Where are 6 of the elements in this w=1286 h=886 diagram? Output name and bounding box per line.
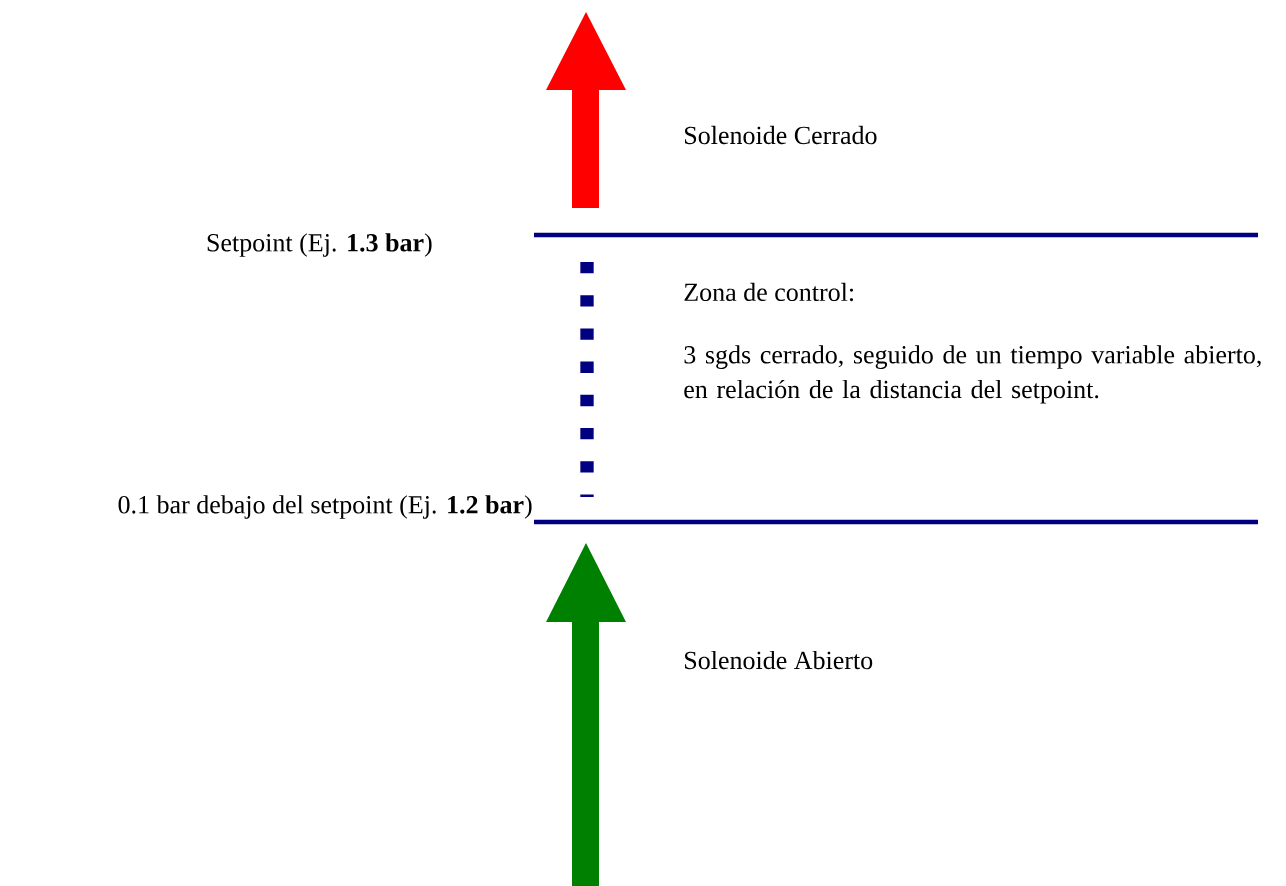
level-label: Setpoint (Ej. 1.3 bar) xyxy=(207,233,432,257)
state-label: Solenoide Abierto xyxy=(685,650,873,670)
zone-heading: Zona de control: xyxy=(684,282,854,302)
description-text: 3 sgds cerrado, seguido de un tiempo variable abierto, en relación de la distancia del setpoint. xyxy=(684,345,1261,404)
state-label: Solenoide Cerrado xyxy=(685,125,877,145)
level-label: 0.1 bar debajo del setpoint (Ej. 1.2 bar) xyxy=(118,495,532,519)
